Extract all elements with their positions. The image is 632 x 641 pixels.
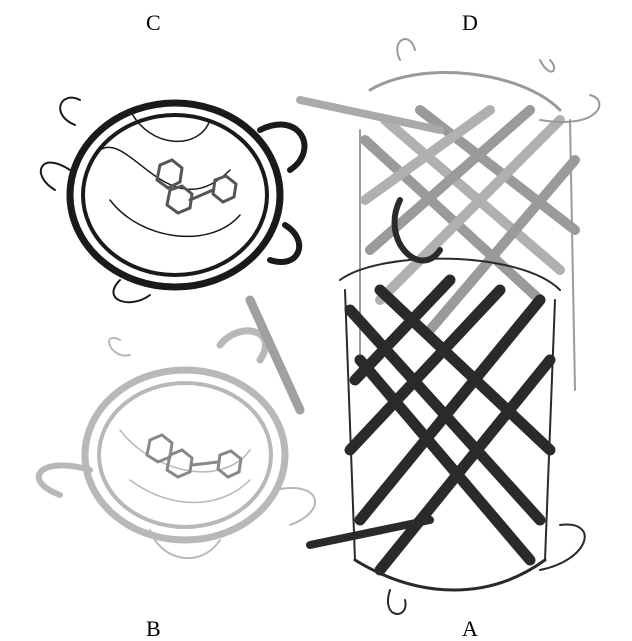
chain-c-barrel bbox=[41, 98, 305, 303]
chain-c-chromophore bbox=[157, 160, 236, 213]
chain-b-barrel bbox=[39, 300, 315, 558]
